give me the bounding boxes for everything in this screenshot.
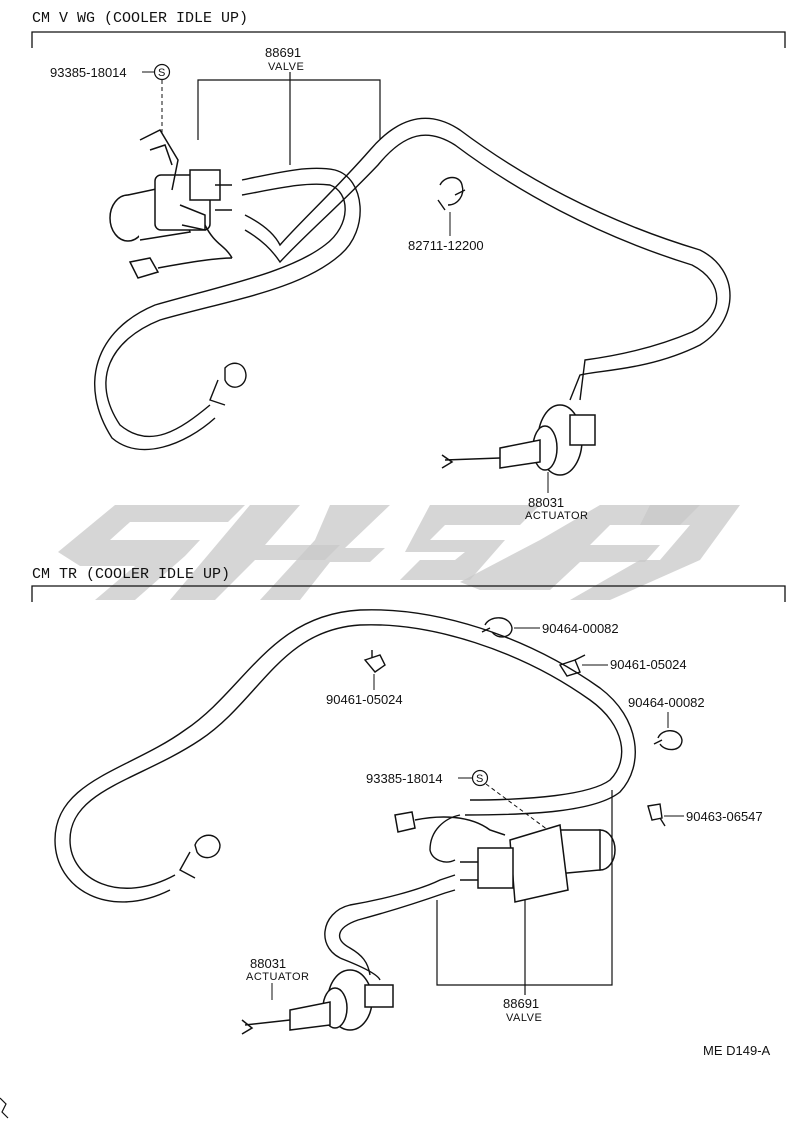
screw-symbol-icon bbox=[471, 769, 489, 787]
bottom-section-bracket bbox=[31, 585, 786, 602]
bottom-actuator-icon bbox=[241, 969, 394, 1035]
top-valve-label: VALVE bbox=[268, 61, 304, 73]
top-screw-symbol: S bbox=[158, 67, 166, 79]
top-actuator-icon bbox=[441, 404, 596, 476]
bottom-screw-part-number: 93385-18014 bbox=[366, 771, 443, 786]
bottom-clip-2-part-number: 90461-05024 bbox=[610, 657, 687, 672]
top-valve-assembly-icon bbox=[109, 129, 233, 279]
top-valve-leader bbox=[197, 79, 381, 140]
bottom-clip-1-part-number: 90461-05024 bbox=[326, 692, 403, 707]
top-actuator-part-number: 88031 bbox=[528, 495, 564, 510]
bottom-clamp-2-part-number: 90464-00082 bbox=[628, 695, 705, 710]
bottom-section-title: CM TR (COOLER IDLE UP) bbox=[32, 566, 230, 583]
top-hose-clamp-icon bbox=[437, 176, 466, 211]
top-valve-part-number: 88691 bbox=[265, 45, 301, 60]
bottom-clamp-2-icon bbox=[653, 730, 683, 751]
top-actuator-label: ACTUATOR bbox=[525, 510, 589, 522]
bottom-hose-bracket-icon bbox=[179, 834, 221, 879]
screw-symbol-icon bbox=[153, 63, 171, 81]
bottom-valve-part-number: 88691 bbox=[503, 996, 539, 1011]
bottom-valve-assembly-icon bbox=[394, 811, 616, 903]
top-section-title: CM V WG (COOLER IDLE UP) bbox=[32, 10, 248, 27]
top-clamp-part-number: 82711-12200 bbox=[408, 238, 484, 253]
top-screw-part-number: 93385-18014 bbox=[50, 65, 127, 80]
bottom-actuator-part-number: 88031 bbox=[250, 956, 286, 971]
bottom-actuator-label: ACTUATOR bbox=[246, 971, 310, 983]
bottom-clip-3-icon bbox=[647, 803, 666, 827]
bottom-clamp-1-part-number: 90464-00082 bbox=[542, 621, 619, 636]
bottom-screw-symbol: S bbox=[476, 773, 484, 785]
corner-mark-icon bbox=[0, 1097, 9, 1119]
bottom-hoses bbox=[54, 609, 636, 981]
watermark-logo bbox=[58, 505, 740, 600]
top-hose-bracket-icon bbox=[209, 362, 247, 406]
top-section-bracket bbox=[31, 31, 786, 48]
bottom-clip-2-icon bbox=[558, 654, 586, 677]
bottom-clip-3-part-number: 90463-06547 bbox=[686, 809, 763, 824]
bottom-valve-label: VALVE bbox=[506, 1012, 542, 1024]
top-hoses bbox=[94, 117, 731, 451]
drawing-code: ME D149-A bbox=[703, 1043, 771, 1058]
bottom-clip-1-icon bbox=[363, 650, 386, 673]
